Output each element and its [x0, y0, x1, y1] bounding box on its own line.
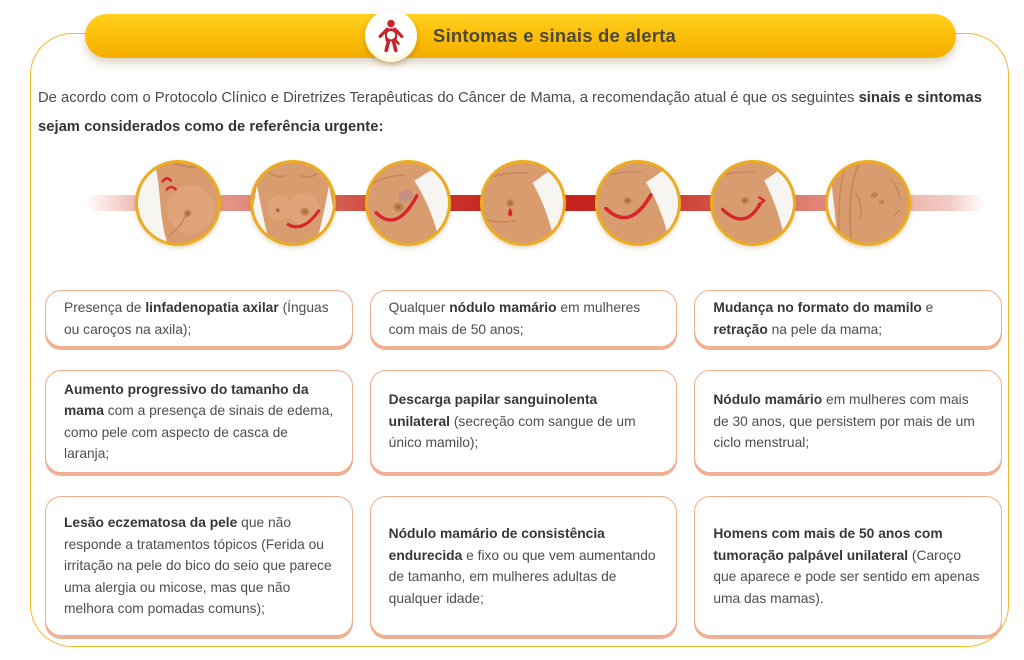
hard-breast-lump-illustration-icon: [595, 160, 681, 246]
card-text: Presença de linfadenopatia axilar (Íngua…: [64, 300, 329, 337]
symptom-card-lump-over-50: Qualquer nódulo mamário em mulheres com …: [369, 290, 678, 347]
symptom-illustrations-row: [135, 160, 911, 246]
symptom-card-hard-lump: Nódulo mamário de consistência endurecid…: [369, 496, 678, 636]
intro-paragraph: De acordo com o Protocolo Clínico e Dire…: [38, 90, 982, 135]
symptom-card-lymphadenopathy: Presença de linfadenopatia axilar (Íngua…: [45, 290, 353, 347]
card-text: Aumento progressivo do tamanho da mama c…: [64, 381, 334, 462]
card-text: Nódulo mamário em mulheres com mais de 3…: [713, 392, 975, 451]
intro-highlight: sinais e sintomas sejam considerados com…: [38, 90, 982, 135]
header-banner: Sintomas e sinais de alerta: [85, 10, 956, 62]
axillary-lymph-nodes-illustration-icon: [135, 160, 221, 246]
symptom-card-skin-lesion: Lesão eczematosa da pele que não respond…: [45, 496, 353, 636]
intro-text: De acordo com o Protocolo Clínico e Dire…: [38, 90, 859, 106]
symptom-card-size-increase: Aumento progressivo do tamanho da mama c…: [45, 370, 353, 473]
symptom-card-bloody-discharge: Descarga papilar sanguinolenta unilatera…: [369, 370, 678, 473]
symptom-card-lump-over-30: Nódulo mamário em mulheres com mais de 3…: [694, 370, 1002, 473]
card-text: Qualquer nódulo mamário em mulheres com …: [388, 300, 641, 337]
male-armpit-lump-illustration-icon: [825, 160, 911, 246]
card-text: Homens com mais de 50 anos com tumoração…: [713, 526, 980, 606]
card-text: Nódulo mamário de consistência endurecid…: [388, 526, 656, 606]
breast-self-exam-icon: [365, 10, 418, 62]
page-title: Sintomas e sinais de alerta: [433, 25, 676, 46]
eczematous-skin-lesion-illustration-icon: [365, 160, 451, 246]
nipple-retraction-illustration-icon: [710, 160, 796, 246]
bloody-nipple-discharge-illustration-icon: [480, 160, 566, 246]
symptom-card-nipple-change: Mudança no formato do mamilo e retração …: [694, 290, 1002, 347]
symptom-card-men-lump: Homens com mais de 50 anos com tumoração…: [694, 496, 1002, 636]
card-text: Lesão eczematosa da pele que não respond…: [64, 515, 332, 617]
card-text: Mudança no formato do mamilo e retração …: [713, 300, 934, 337]
symptom-cards-grid: Presença de linfadenopatia axilar (Íngua…: [45, 290, 1002, 636]
card-text: Descarga papilar sanguinolenta unilatera…: [388, 392, 636, 451]
breast-size-increase-illustration-icon: [250, 160, 336, 246]
